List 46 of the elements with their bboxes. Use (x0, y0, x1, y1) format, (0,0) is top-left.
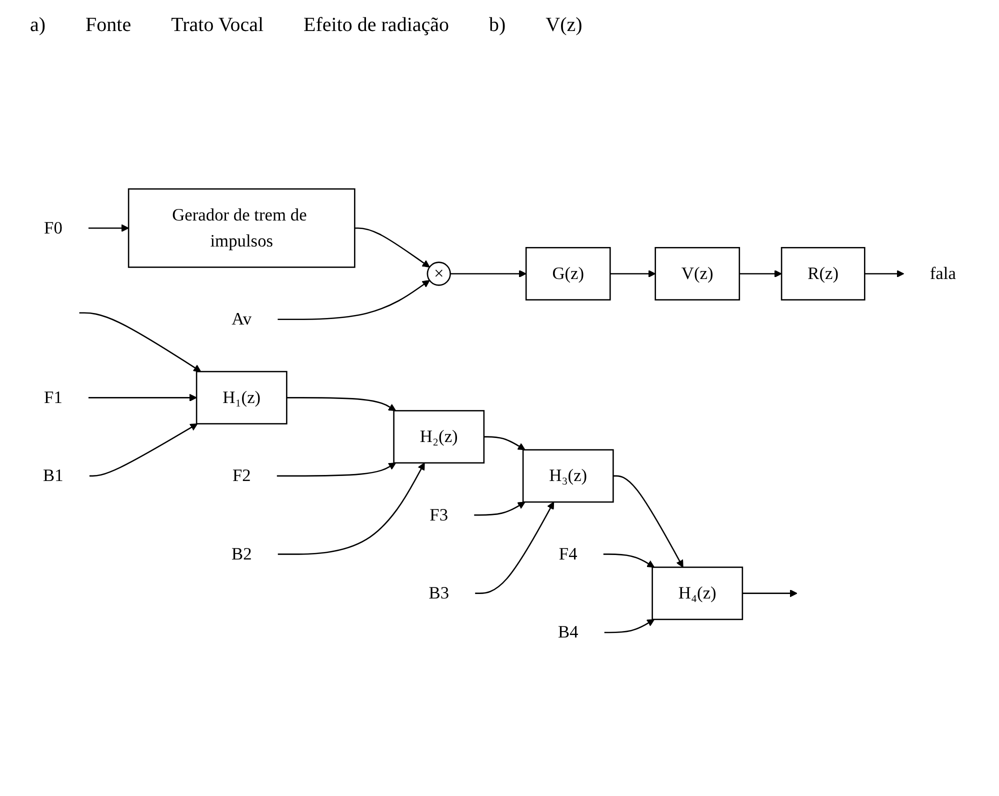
arrow (484, 436, 526, 450)
arrow (475, 501, 554, 594)
process-box: G(z) (525, 246, 611, 300)
signal-label: F3 (430, 505, 448, 524)
signal-label: F1 (44, 388, 62, 407)
signal-label: F4 (558, 544, 578, 564)
signal-label: B1 (43, 466, 64, 486)
signal-label: Av (232, 310, 252, 329)
arrow (278, 462, 425, 555)
process-box: R(z) (780, 246, 866, 300)
process-box: V(z) (654, 246, 740, 300)
arrow (613, 475, 684, 568)
process-box: H₁(z) (196, 370, 288, 424)
arrow (89, 423, 198, 476)
annotation-text: Efeito de radiação (304, 14, 449, 37)
process-box: H₄(z) (652, 566, 744, 620)
annotation-text: a) (30, 14, 46, 37)
process-box: H₂(z) (393, 410, 485, 464)
arrow (474, 501, 526, 516)
signal-label: F0 (44, 218, 62, 238)
arrow (79, 312, 202, 372)
annotation-text: V(z) (546, 14, 582, 37)
arrow (278, 280, 430, 320)
process-box: Gerador de trem de impulsos (128, 188, 356, 268)
signal-label: B4 (558, 622, 578, 642)
process-box: H₃(z) (522, 448, 614, 502)
arrow (450, 270, 526, 278)
arrow (603, 553, 655, 568)
arrow (88, 394, 197, 402)
arrow (739, 270, 782, 278)
annotation-text: b) (489, 14, 506, 37)
arrow (88, 224, 129, 232)
signal-label: B3 (428, 584, 450, 603)
signal-label: fala (930, 264, 956, 284)
arrow (604, 618, 655, 633)
arrow (864, 270, 904, 278)
arrow (742, 589, 798, 597)
arrow (354, 227, 430, 268)
annotation-text: Fonte (86, 14, 132, 37)
signal-label: F2 (232, 466, 251, 486)
arrow (610, 270, 656, 278)
multiplier-circle: × (426, 261, 451, 286)
arrow (276, 462, 396, 476)
signal-label: B2 (231, 544, 252, 564)
arrow (286, 396, 396, 411)
annotation-text: Trato Vocal (171, 14, 264, 37)
